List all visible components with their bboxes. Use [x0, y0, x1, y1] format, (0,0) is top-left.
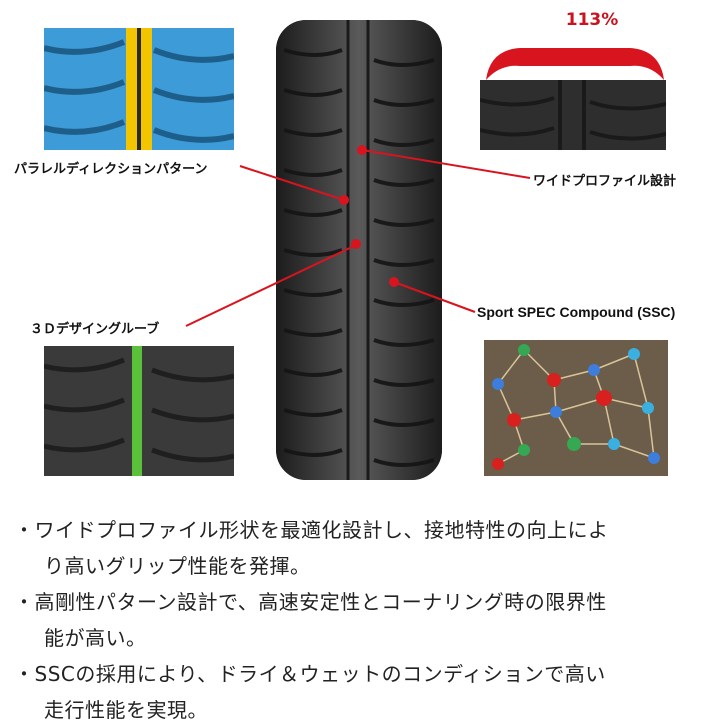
profile-percent: 113% [565, 10, 619, 30]
wide-profile-band [486, 48, 664, 80]
feature-text: り高いグリップ性能を発揮。 [44, 554, 311, 578]
feature-item: ・高剛性パターン設計で、高速安定性とコーナリング時の限界性 能が高い。 [14, 584, 714, 656]
profile-tread-graphic [480, 80, 666, 150]
feature-text: ・ワイドプロファイル形状を最適化設計し、接地特性の向上によ [14, 518, 609, 542]
main-tire-image [276, 20, 442, 480]
feature-text: 能が高い。 [44, 626, 147, 650]
groove-tread-graphic [44, 346, 234, 476]
wide-profile-label: ワイドプロファイル設計 [533, 174, 677, 189]
3d-groove-label: ３Ｄデザイングルーブ [30, 322, 160, 337]
feature-item: ・ワイドプロファイル形状を最適化設計し、接地特性の向上によ り高いグリップ性能を… [14, 512, 714, 584]
feature-item: ・SSCの採用により、ドライ＆ウェットのコンディションで高い 走行性能を実現。 [14, 656, 714, 720]
feature-text: 走行性能を実現。 [44, 698, 208, 720]
3d-groove-image [44, 346, 234, 476]
parallel-tread-graphic [44, 28, 234, 150]
parallel-pattern-image [44, 28, 234, 150]
feature-text: ・高剛性パターン設計で、高速安定性とコーナリング時の限界性 [14, 590, 607, 614]
tire-tread-graphic [276, 20, 442, 480]
wide-profile-image [480, 80, 666, 150]
compound-network-image [484, 340, 668, 476]
feature-text: ・SSCの採用により、ドライ＆ウェットのコンディションで高い [14, 662, 606, 686]
parallel-pattern-label: パラレルディレクションパターン [14, 162, 208, 177]
feature-list: ・ワイドプロファイル形状を最適化設計し、接地特性の向上によ り高いグリップ性能を… [14, 512, 714, 720]
compound-label: Sport SPEC Compound (SSC) [477, 304, 676, 320]
molecule-network-graphic [484, 340, 668, 476]
